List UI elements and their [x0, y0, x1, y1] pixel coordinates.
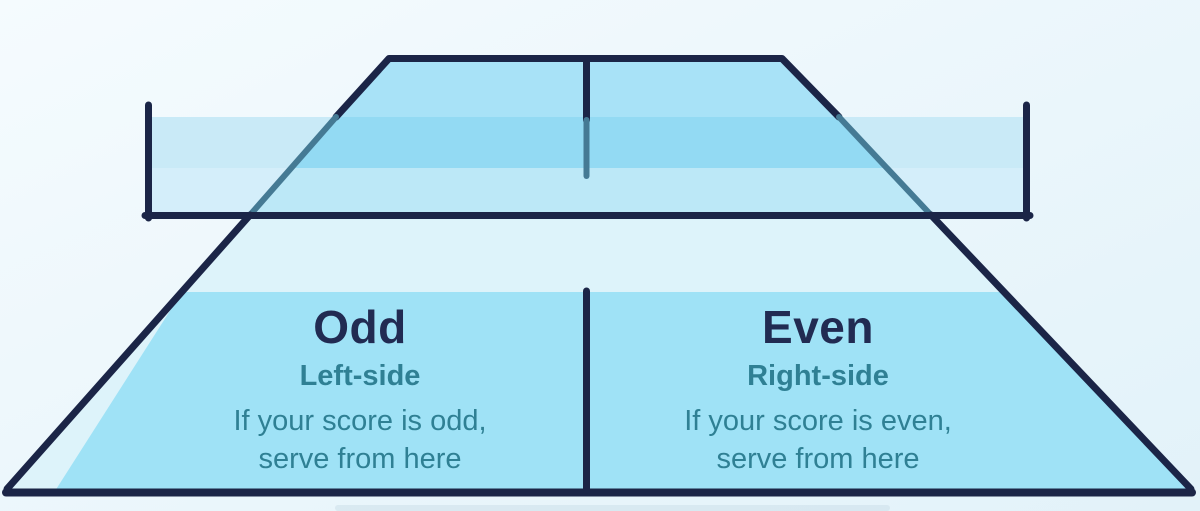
far-baseline-outline — [332, 55, 843, 121]
left-sideline — [3, 211, 254, 493]
left-service-box — [55, 292, 583, 491]
right-service-box — [590, 292, 1191, 491]
right-sideline-behind-net — [836, 114, 934, 218]
bottom-edge-smudge — [335, 505, 890, 511]
right-sideline — [927, 211, 1195, 493]
far-court-surface — [7, 57, 1191, 117]
left-sideline-behind-net — [247, 114, 339, 218]
